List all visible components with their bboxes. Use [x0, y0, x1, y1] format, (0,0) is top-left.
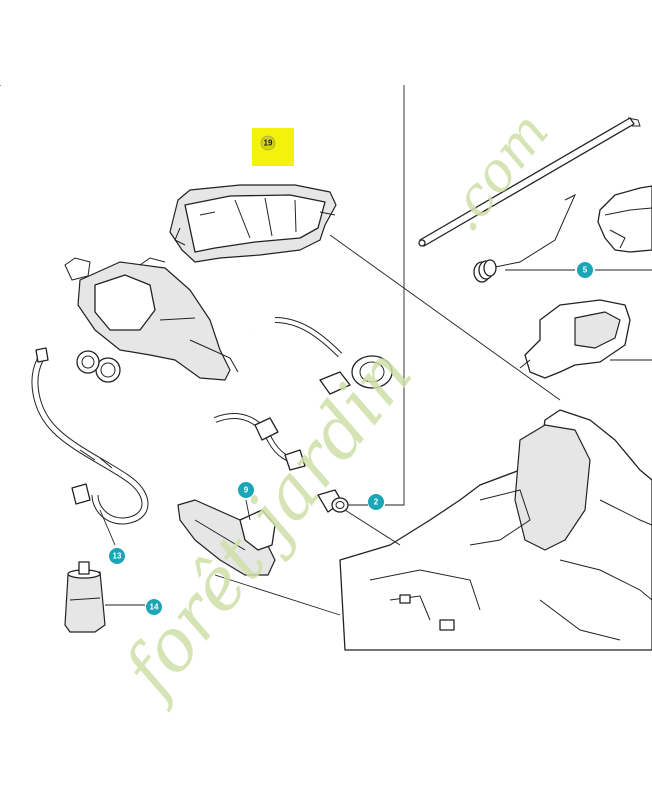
leader-9	[245, 499, 251, 521]
fitting-2	[317, 489, 349, 513]
callout-2-label: 2	[374, 498, 379, 507]
callout-9-label: 9	[244, 486, 249, 495]
trigger-top-right	[597, 185, 652, 253]
handle-latch	[519, 299, 652, 379]
callout-14: 14	[146, 599, 162, 615]
throttle-rod	[418, 117, 641, 247]
part-cover-19	[169, 184, 337, 263]
callout-19-label: 19	[264, 139, 273, 148]
callout-14-label: 14	[150, 603, 159, 612]
callout-5-label: 5	[583, 266, 588, 275]
watermark: forêt jardin	[104, 333, 428, 715]
leader-19	[329, 234, 561, 401]
fuel-hoses	[213, 317, 393, 471]
callout-13: 13	[109, 548, 125, 564]
leader-hose-housing	[344, 509, 401, 546]
callout-13-label: 13	[113, 552, 122, 561]
callout-5: 5	[577, 262, 593, 278]
leader-9-housing	[214, 574, 341, 616]
callout-19: 19	[252, 128, 294, 166]
leader-13	[99, 509, 116, 546]
main-housing	[339, 409, 652, 651]
callout-2: 2	[368, 494, 384, 510]
fuel-filter-14	[64, 561, 106, 633]
carburetor-assembly	[64, 257, 239, 383]
frame-divider-line	[385, 85, 405, 506]
spring-5	[473, 193, 577, 283]
bracket-9	[177, 499, 276, 576]
watermark-text: forêt jardin	[104, 333, 428, 715]
fuel-line-13	[31, 347, 149, 525]
callout-9: 9	[238, 482, 254, 498]
